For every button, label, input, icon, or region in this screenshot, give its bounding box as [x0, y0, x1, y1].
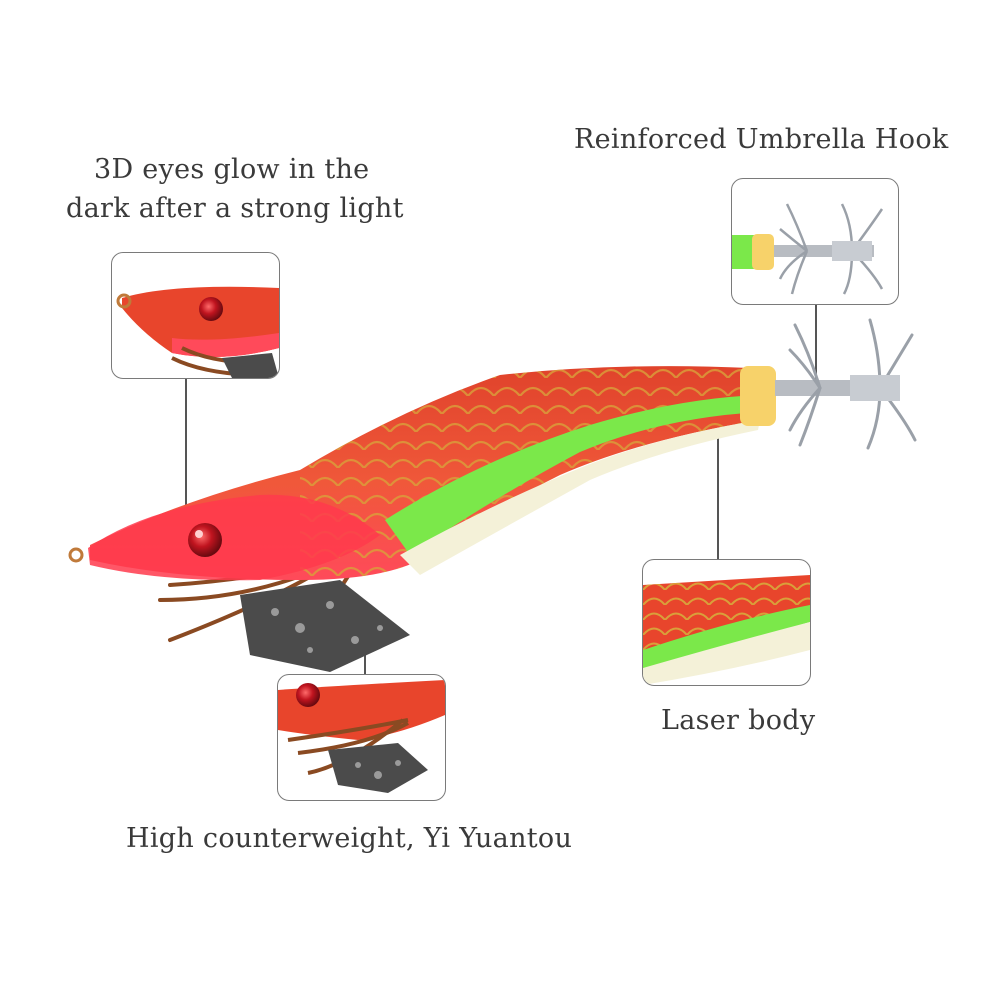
sinker-weight-icon: [240, 580, 410, 672]
weight-label: High counterweight, Yi Yuantou: [126, 823, 573, 854]
eyes-connector-line: [185, 378, 187, 518]
hook-label: Reinforced Umbrella Hook: [574, 124, 949, 155]
body-connector-line: [717, 428, 719, 560]
eyes-callout-box: [111, 252, 280, 379]
lure-eye-icon: [188, 523, 222, 557]
body-label: Laser body: [661, 705, 816, 736]
eyes-label-line1: 3D eyes glow in the: [94, 154, 370, 185]
body-callout-box: [642, 559, 811, 686]
hook-connector-line: [815, 304, 817, 386]
eyes-label-line2: dark after a strong light: [66, 193, 404, 224]
hook-callout-box: [731, 178, 899, 305]
weight-connector-line: [364, 650, 366, 674]
weight-callout-box: [277, 674, 446, 801]
